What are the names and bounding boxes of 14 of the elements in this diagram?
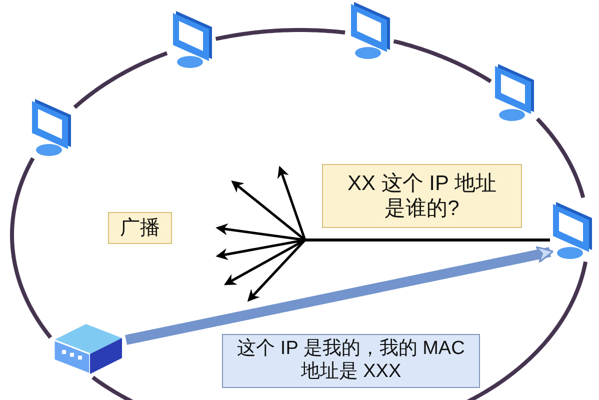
network-line <box>92 261 588 400</box>
message-box: 这个 IP 是我的，我的 MAC 地址是 XXX <box>222 334 480 388</box>
message-box: 广播 <box>108 212 172 244</box>
network-line <box>215 28 346 41</box>
network-line <box>10 157 52 339</box>
network-line <box>536 118 586 198</box>
computer-icon <box>492 62 536 122</box>
network-line <box>393 39 492 84</box>
router-icon <box>52 322 124 376</box>
reply-arrow <box>124 246 554 345</box>
computer-icon <box>170 8 214 69</box>
network-line <box>73 51 168 109</box>
message-box: XX 这个 IP 地址是谁的? <box>322 164 522 228</box>
computer-icon <box>550 200 594 260</box>
